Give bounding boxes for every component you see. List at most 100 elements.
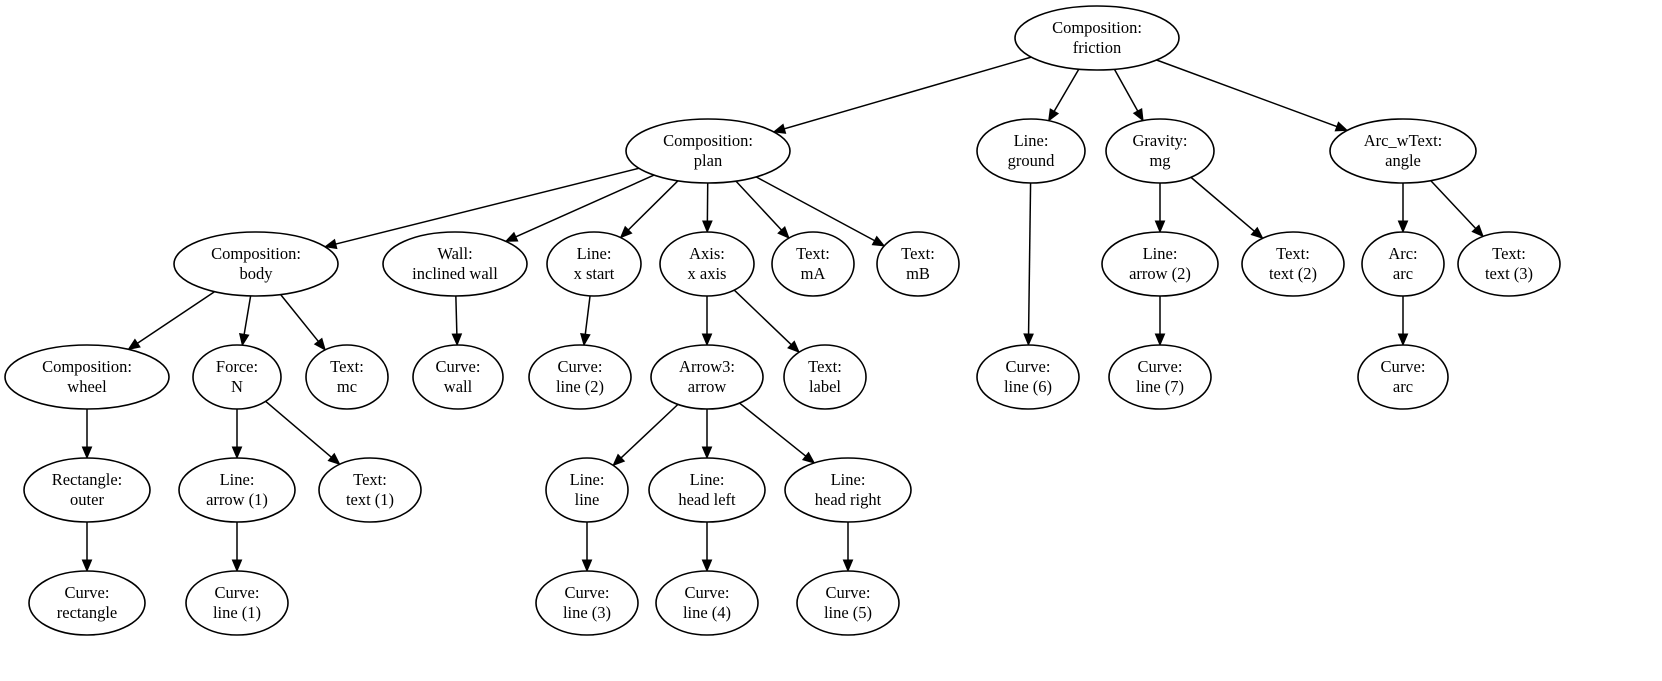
node-ellipse[interactable] (648, 457, 766, 523)
node-ellipse[interactable] (528, 344, 632, 410)
graph-node-line-head-left[interactable]: Line:head left (648, 457, 766, 523)
edges-layer (81, 56, 1485, 573)
node-ellipse[interactable] (545, 457, 629, 523)
node-ellipse[interactable] (1241, 231, 1345, 297)
node-ellipse[interactable] (1457, 231, 1561, 297)
graph-node-arrow3-arrow[interactable]: Arrow3:arrow (650, 344, 764, 410)
node-ellipse[interactable] (784, 457, 912, 523)
edge-line (137, 291, 216, 344)
node-ellipse[interactable] (783, 344, 867, 410)
edge-arrowhead-icon (231, 559, 243, 573)
node-label-name: head left (678, 490, 736, 509)
edge-line (733, 289, 792, 346)
edge-line (279, 294, 319, 342)
node-label-name: line (7) (1136, 377, 1184, 396)
node-ellipse[interactable] (305, 344, 389, 410)
node-ellipse[interactable] (535, 570, 639, 636)
node-ellipse[interactable] (1357, 344, 1449, 410)
node-ellipse[interactable] (659, 231, 755, 297)
node-ellipse[interactable] (655, 570, 759, 636)
graph-node-curve-line1[interactable]: Curve:line (1) (185, 570, 289, 636)
node-ellipse[interactable] (876, 231, 960, 297)
node-ellipse[interactable] (1108, 344, 1212, 410)
node-ellipse[interactable] (1014, 5, 1180, 71)
graph-node-curve-wall[interactable]: Curve:wall (412, 344, 504, 410)
graph-node-curve-line3[interactable]: Curve:line (3) (535, 570, 639, 636)
edge-arrowhead-icon (313, 337, 326, 351)
node-label-type: Line: (577, 244, 612, 263)
graph-node-force-n[interactable]: Force:N (192, 344, 282, 410)
node-label-name: x axis (688, 264, 727, 283)
edge-arrowhead-icon (1154, 220, 1166, 234)
graph-node-text-text2[interactable]: Text:text (2) (1241, 231, 1345, 297)
graph-node-curve-line2[interactable]: Curve:line (2) (528, 344, 632, 410)
graph-node-axis-x-axis[interactable]: Axis:x axis (659, 231, 755, 297)
graph-node-composition-plan[interactable]: Composition:plan (625, 118, 791, 184)
graph-node-line-line[interactable]: Line:line (545, 457, 629, 523)
node-ellipse[interactable] (173, 231, 339, 297)
node-ellipse[interactable] (192, 344, 282, 410)
node-ellipse[interactable] (1361, 231, 1445, 297)
node-ellipse[interactable] (1101, 231, 1219, 297)
graph-node-line-x-start[interactable]: Line:x start (546, 231, 642, 297)
node-ellipse[interactable] (318, 457, 422, 523)
node-ellipse[interactable] (771, 231, 855, 297)
edge-line (1156, 59, 1338, 128)
node-ellipse[interactable] (23, 457, 151, 523)
node-label-type: Line: (690, 470, 725, 489)
graph-node-curve-line4[interactable]: Curve:line (4) (655, 570, 759, 636)
edge-arrowhead-icon (231, 446, 243, 460)
graph-node-composition-body[interactable]: Composition:body (173, 231, 339, 297)
node-label-name: mA (801, 264, 826, 283)
graph-node-curve-rectangle[interactable]: Curve:rectangle (28, 570, 146, 636)
node-ellipse[interactable] (185, 570, 289, 636)
edge-arrowhead-icon (1471, 224, 1485, 238)
edge-line (265, 400, 332, 458)
edge-arrowhead-icon (81, 446, 93, 460)
graph-node-rectangle-outer[interactable]: Rectangle:outer (23, 457, 151, 523)
graph-node-curve-arc[interactable]: Curve:arc (1357, 344, 1449, 410)
node-ellipse[interactable] (1329, 118, 1477, 184)
node-ellipse[interactable] (976, 118, 1086, 184)
graph-node-text-ma[interactable]: Text:mA (771, 231, 855, 297)
edge-arrowhead-icon (1397, 333, 1409, 347)
graph-node-composition-wheel[interactable]: Composition:wheel (4, 344, 170, 410)
node-ellipse[interactable] (650, 344, 764, 410)
node-label-type: Text: (353, 470, 387, 489)
graph-node-gravity-mg[interactable]: Gravity:mg (1105, 118, 1215, 184)
graph-node-text-text3[interactable]: Text:text (3) (1457, 231, 1561, 297)
graph-node-curve-line7[interactable]: Curve:line (7) (1108, 344, 1212, 410)
node-ellipse[interactable] (796, 570, 900, 636)
node-ellipse[interactable] (412, 344, 504, 410)
node-ellipse[interactable] (28, 570, 146, 636)
graph-node-curve-line6[interactable]: Curve:line (6) (976, 344, 1080, 410)
graph-node-text-text1[interactable]: Text:text (1) (318, 457, 422, 523)
graph-node-arc-arc[interactable]: Arc:arc (1361, 231, 1445, 297)
node-ellipse[interactable] (1105, 118, 1215, 184)
node-ellipse[interactable] (625, 118, 791, 184)
graph-node-line-ground[interactable]: Line:ground (976, 118, 1086, 184)
node-ellipse[interactable] (178, 457, 296, 523)
graph-node-curve-line5[interactable]: Curve:line (5) (796, 570, 900, 636)
node-label-name: arrow (1) (206, 490, 268, 509)
node-ellipse[interactable] (546, 231, 642, 297)
edge-arrowhead-icon (701, 559, 713, 573)
node-ellipse[interactable] (4, 344, 170, 410)
edge-line (335, 167, 640, 245)
edge-line (584, 295, 591, 335)
graph-node-composition-friction[interactable]: Composition:friction (1014, 5, 1180, 71)
node-label-type: Line: (1014, 131, 1049, 150)
graph-node-wall-inclined[interactable]: Wall:inclined wall (382, 231, 528, 297)
node-label-name: text (2) (1269, 264, 1317, 283)
graph-node-line-arrow1[interactable]: Line:arrow (1) (178, 457, 296, 523)
graph-node-text-mc[interactable]: Text:mc (305, 344, 389, 410)
node-ellipse[interactable] (382, 231, 528, 297)
graph-node-line-head-right[interactable]: Line:head right (784, 457, 912, 523)
graph-node-text-label[interactable]: Text:label (783, 344, 867, 410)
graph-node-arc-wtext-angle[interactable]: Arc_wText:angle (1329, 118, 1477, 184)
graph-node-text-mb[interactable]: Text:mB (876, 231, 960, 297)
node-ellipse[interactable] (976, 344, 1080, 410)
graph-node-line-arrow2[interactable]: Line:arrow (2) (1101, 231, 1219, 297)
node-label-type: Curve: (1381, 357, 1426, 376)
